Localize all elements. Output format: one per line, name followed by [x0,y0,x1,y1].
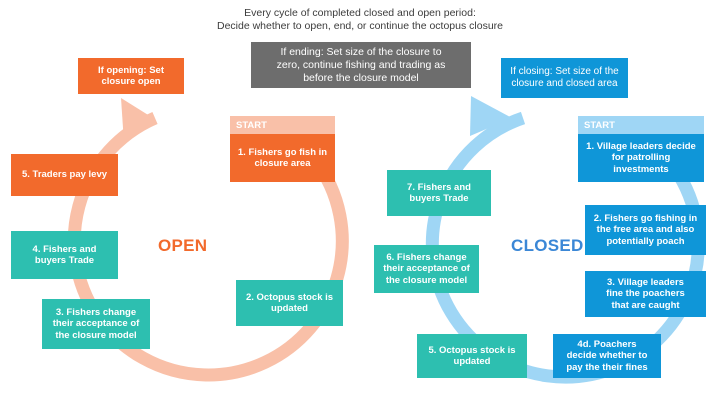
closed-step-3: 3. Village leaders fine the poachers tha… [585,271,706,317]
closed-cycle-arrowhead [470,96,512,136]
open-step-1-text: 1. Fishers go fish in closure area [237,146,328,170]
closed-entry-box: If closing: Set size of the closure and … [501,58,628,98]
open-entry-box: If opening: Set closure open [78,58,184,94]
open-cycle-ring [67,112,349,382]
open-cycle-arrowhead [121,98,153,143]
open-step-3-text: 3. Fishers change their acceptance of th… [52,306,140,341]
ending-note: If ending: Set size of the closure to ze… [251,42,471,88]
open-step-4-text: 4. Fishers and buyers Trade [32,243,97,267]
open-entry-text: If opening: Set closure open [98,64,164,88]
open-step-2-text: 2. Octopus stock is updated [245,291,334,315]
closed-step-6-text: 6. Fishers change their acceptance of th… [383,251,470,286]
open-cycle-label: OPEN [158,236,208,255]
closed-start-label: START [584,119,615,131]
closed-step-1-text: 1. Village leaders decide for patrolling… [586,140,696,175]
closed-step-5-text: 5. Octopus stock is updated [428,344,516,368]
open-step-2: 2. Octopus stock is updated [236,280,343,326]
closed-start-tab: START [578,116,704,134]
open-step-4: 4. Fishers and buyers Trade [11,231,118,279]
closed-cycle-label: CLOSED [511,236,584,255]
ending-note-text: If ending: Set size of the closure to ze… [276,45,446,84]
diagram-header: Every cycle of completed closed and open… [150,7,570,33]
closed-step-4d-text: 4d. Poachers decide whether to pay the t… [566,338,648,373]
open-step-5-text: 5. Traders pay levy [21,169,108,181]
open-step-5: 5. Traders pay levy [11,154,118,196]
open-step-1: 1. Fishers go fish in closure area [230,134,335,182]
closed-step-2-text: 2. Fishers go fishing in the free area a… [593,212,698,247]
closed-step-6: 6. Fishers change their acceptance of th… [374,245,479,293]
closed-step-7-text: 7. Fishers and buyers Trade [407,181,471,205]
open-start-tab: START [230,116,335,134]
closed-step-2: 2. Fishers go fishing in the free area a… [585,205,706,255]
header-line-1: Every cycle of completed closed and open… [244,7,476,19]
closed-entry-text: If closing: Set size of the closure and … [510,66,619,89]
open-start-label: START [236,119,267,131]
closed-step-1: 1. Village leaders decide for patrolling… [578,134,704,182]
closed-step-5: 5. Octopus stock is updated [417,334,527,378]
closed-step-3-text: 3. Village leaders fine the poachers tha… [606,276,685,311]
closed-step-7: 7. Fishers and buyers Trade [387,170,491,216]
header-line-2: Decide whether to open, end, or continue… [216,20,504,32]
open-step-3: 3. Fishers change their acceptance of th… [42,299,150,349]
closed-step-4d: 4d. Poachers decide whether to pay the t… [553,334,661,378]
